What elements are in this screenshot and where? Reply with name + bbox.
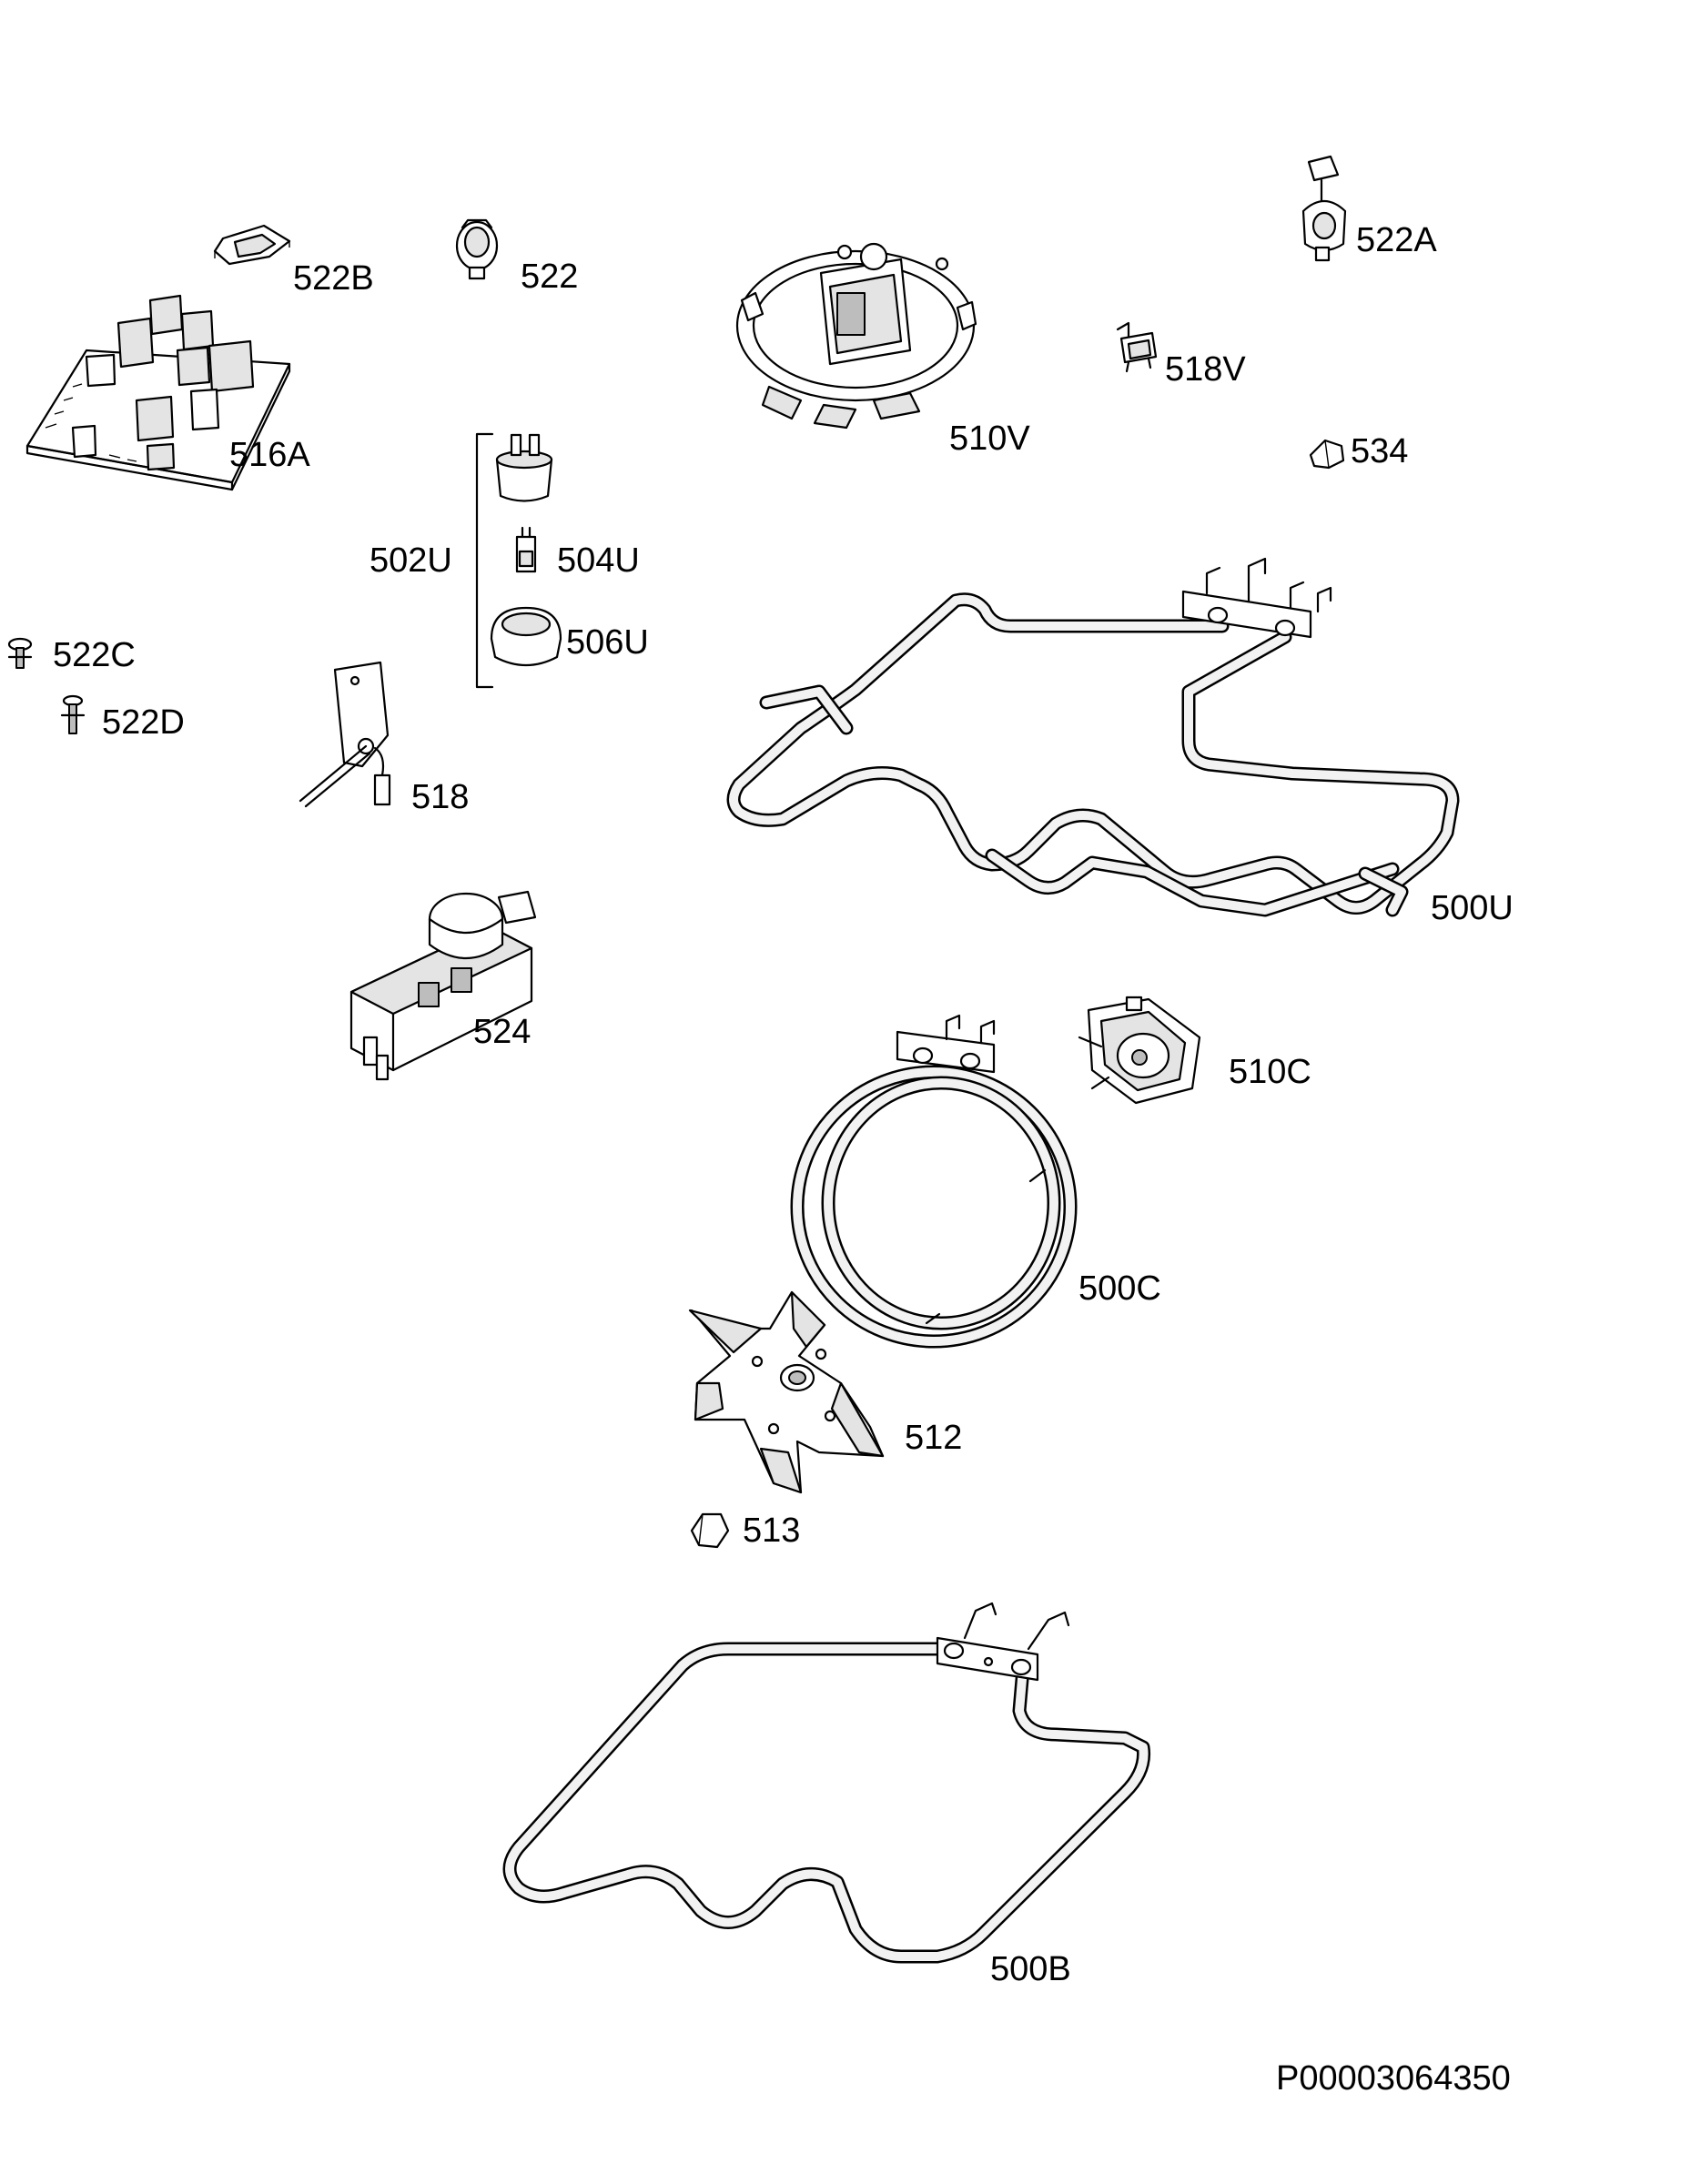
door-lock-icon: [349, 890, 537, 1081]
part-label-504U: 504U: [557, 541, 640, 580]
part-524: 524: [349, 890, 537, 1081]
part-518V: 518V: [1116, 321, 1246, 389]
part-label-522C: 522C: [53, 636, 136, 674]
part-512: 512: [688, 1290, 962, 1494]
part-518: 518: [299, 661, 469, 816]
part-522C: 522C: [7, 636, 136, 674]
part-label-500U: 500U: [1431, 889, 1514, 927]
part-label-522D: 522D: [102, 703, 185, 742]
upper-heating-element-icon: [726, 557, 1460, 917]
part-502U: 502U: [370, 432, 494, 689]
part-510V: 510V: [735, 242, 1030, 458]
part-513: 513: [690, 1512, 800, 1550]
part-label-522B: 522B: [293, 259, 374, 298]
lamp-glass-icon: [490, 606, 562, 666]
part-522D: 522D: [60, 694, 185, 742]
part-label-500C: 500C: [1078, 1269, 1161, 1308]
part-522: 522: [455, 218, 578, 296]
sensor-clip-icon: [1301, 155, 1347, 262]
circuit-board-icon: [25, 294, 291, 491]
part-label-516A: 516A: [229, 436, 310, 474]
nut-icon: [690, 1512, 730, 1549]
part-500B: 500B: [502, 1602, 1151, 1988]
bottom-heating-element-icon: [502, 1602, 1151, 1964]
part-label-524: 524: [473, 1013, 531, 1051]
part-label-518V: 518V: [1165, 350, 1246, 389]
part-label-502U: 502U: [370, 541, 452, 580]
part-label-510C: 510C: [1229, 1053, 1311, 1091]
part-500U: 500U: [726, 557, 1514, 927]
lamp-holder-clip-icon: [455, 218, 499, 280]
part-label-534: 534: [1351, 432, 1408, 470]
part-534: 534: [1309, 432, 1408, 470]
bulb-icon: [515, 526, 537, 573]
part-label-522: 522: [521, 258, 578, 296]
part-510C: 510C: [1078, 996, 1311, 1105]
bracket-plate-icon: [213, 224, 291, 266]
screw-icon: [60, 694, 86, 734]
nut-icon: [1309, 439, 1345, 470]
part-label-518: 518: [411, 778, 469, 816]
convection-motor-icon: [1078, 996, 1201, 1105]
part-504U: 504U: [515, 526, 640, 580]
temperature-sensor-icon: [299, 661, 391, 808]
diagram-reference-number: P00003064350: [1276, 2059, 1511, 2098]
circular-heating-element-icon: [790, 1014, 1078, 1349]
part-506U: 506U: [490, 606, 649, 666]
part-500C: 500C: [790, 1014, 1161, 1349]
part-label-512: 512: [905, 1419, 962, 1457]
part-label-510V: 510V: [949, 420, 1030, 458]
part-label-500B: 500B: [990, 1950, 1071, 1988]
fan-blade-icon: [688, 1290, 885, 1494]
part-522A: 522A: [1301, 155, 1437, 262]
fan-motor-icon: [735, 242, 977, 430]
screw-icon: [7, 637, 33, 669]
thermostat-clip-icon: [1116, 321, 1158, 373]
part-522B: 522B: [213, 224, 374, 298]
part-label-506U: 506U: [566, 623, 649, 662]
part-label-522A: 522A: [1356, 221, 1437, 259]
part-516A: 516A: [25, 294, 310, 491]
lamp-assembly-bracket-icon: [475, 432, 494, 689]
lamp-holder-top: [495, 433, 553, 502]
part-label-513: 513: [743, 1512, 800, 1550]
